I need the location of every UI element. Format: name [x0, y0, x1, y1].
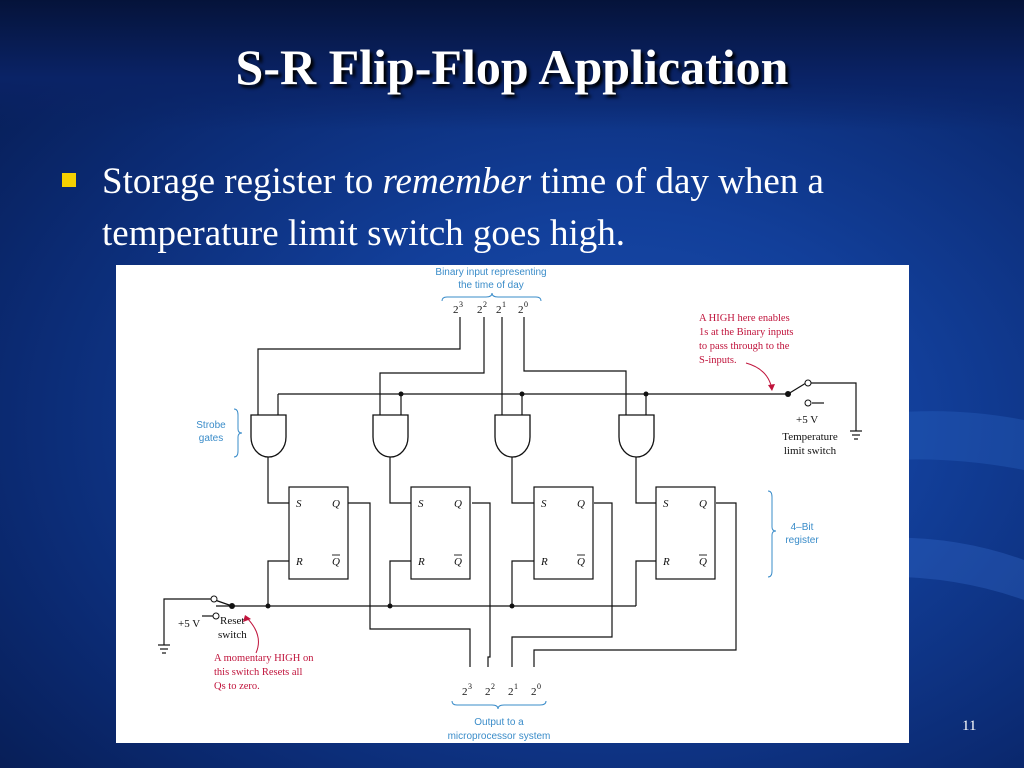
reset-arrowhead-icon: [243, 615, 251, 622]
input-bit-3-exp: 3: [459, 300, 463, 309]
flip-flop-1: [533, 486, 594, 580]
input-bit-3-base: 2: [453, 304, 459, 316]
page-number: 11: [962, 718, 977, 734]
reset-switch-voltage: +5 V: [178, 618, 200, 630]
switch-contacts: [210, 379, 812, 620]
and-gate-3: [250, 414, 287, 458]
circuit-diagram: S Q R Q S Q R Q S Q R Q S Q R Q 2 3 2 2 …: [116, 265, 909, 743]
bullet-square-icon: [62, 173, 76, 187]
ff0-s: S: [663, 498, 669, 510]
strobe-label-1: Strobe: [196, 420, 226, 431]
temp-switch-label-2: limit switch: [784, 445, 837, 457]
ff1-s: S: [541, 498, 547, 510]
reset-note-line-3: Qs to zero.: [214, 681, 260, 692]
strobe-label-2: gates: [199, 433, 223, 444]
reset-arrow: [245, 616, 259, 654]
input-bit-1-base: 2: [496, 304, 502, 316]
bullet-text: Storage register to remember time of day…: [102, 156, 962, 260]
output-bit-1-base: 2: [508, 686, 514, 698]
register-label-2: register: [785, 535, 819, 546]
output-bit-2-base: 2: [485, 686, 491, 698]
ff2-s: S: [418, 498, 424, 510]
junction-dots: [229, 391, 791, 609]
bullet-prefix: Storage register to: [102, 161, 374, 202]
ff2-qbar: Q: [454, 556, 462, 568]
strobe-brace: [233, 408, 243, 458]
flip-flop-0: [655, 486, 716, 580]
reset-note-line-2: this switch Resets all: [214, 667, 302, 678]
enable-note-line-2: 1s at the Binary inputs: [699, 327, 794, 338]
ff3-q: Q: [332, 498, 340, 510]
top-brace: [441, 292, 542, 302]
enable-note-line-3: to pass through to the: [699, 341, 790, 352]
flip-flop-2: [410, 486, 471, 580]
ff1-q: Q: [577, 498, 585, 510]
output-bit-3-exp: 3: [468, 682, 472, 691]
input-bit-0-exp: 0: [524, 300, 528, 309]
enable-note-line-4: S-inputs.: [699, 355, 737, 366]
ff1-qbar: Q: [577, 556, 585, 568]
input-bit-2-base: 2: [477, 304, 483, 316]
input-bit-2-exp: 2: [483, 300, 487, 309]
ff2-r: R: [417, 556, 425, 568]
bottom-caption-line-1: Output to a: [474, 717, 524, 728]
bullet-suffix: time of day when a temperature limit swi…: [102, 161, 824, 254]
ff2-q: Q: [454, 498, 462, 510]
ff0-r: R: [662, 556, 670, 568]
register-brace: [767, 490, 777, 578]
ff0-qbar: Q: [699, 556, 707, 568]
register-label-1: 4–Bit: [791, 522, 814, 533]
circuit-svg: S Q R Q S Q R Q S Q R Q S Q R Q 2 3 2 2 …: [158, 267, 862, 742]
top-caption-line-2: the time of day: [458, 280, 524, 291]
flip-flop-3: [288, 486, 349, 580]
output-bit-1-exp: 1: [514, 682, 518, 691]
output-bit-3-base: 2: [462, 686, 468, 698]
output-bit-2-exp: 2: [491, 682, 495, 691]
top-caption-line-1: Binary input representing: [435, 267, 546, 278]
ff1-r: R: [540, 556, 548, 568]
ff3-s: S: [296, 498, 302, 510]
wire-in-0: [523, 317, 627, 415]
slide-title: S-R Flip-Flop Application: [235, 39, 789, 95]
output-bit-0-exp: 0: [537, 682, 541, 691]
bottom-brace: [451, 700, 547, 710]
reset-note-line-1: A momentary HIGH on: [214, 653, 314, 664]
and-gate-2: [372, 414, 409, 458]
reset-switch-label-2: switch: [218, 629, 247, 641]
ff3-r: R: [295, 556, 303, 568]
enable-arrowhead-icon: [768, 384, 775, 391]
bullet-emphasis: remember: [382, 161, 532, 202]
wire-in-2: [379, 317, 485, 415]
enable-note-line-1: A HIGH here enables: [699, 313, 790, 324]
bottom-caption-line-2: microprocessor system: [448, 731, 551, 742]
ff3-qbar: Q: [332, 556, 340, 568]
output-bit-0-base: 2: [531, 686, 537, 698]
reset-switch-label-1: Reset: [220, 615, 244, 627]
wiring: [158, 317, 862, 667]
wire-in-3: [257, 317, 461, 415]
and-gate-0: [618, 414, 655, 458]
temp-switch-voltage: +5 V: [796, 414, 818, 426]
input-bit-0-base: 2: [518, 304, 524, 316]
ff0-q: Q: [699, 498, 707, 510]
input-bit-1-exp: 1: [502, 300, 506, 309]
and-gate-1: [494, 414, 531, 458]
temp-switch-label-1: Temperature: [782, 431, 838, 443]
title-band: [0, 0, 1024, 130]
